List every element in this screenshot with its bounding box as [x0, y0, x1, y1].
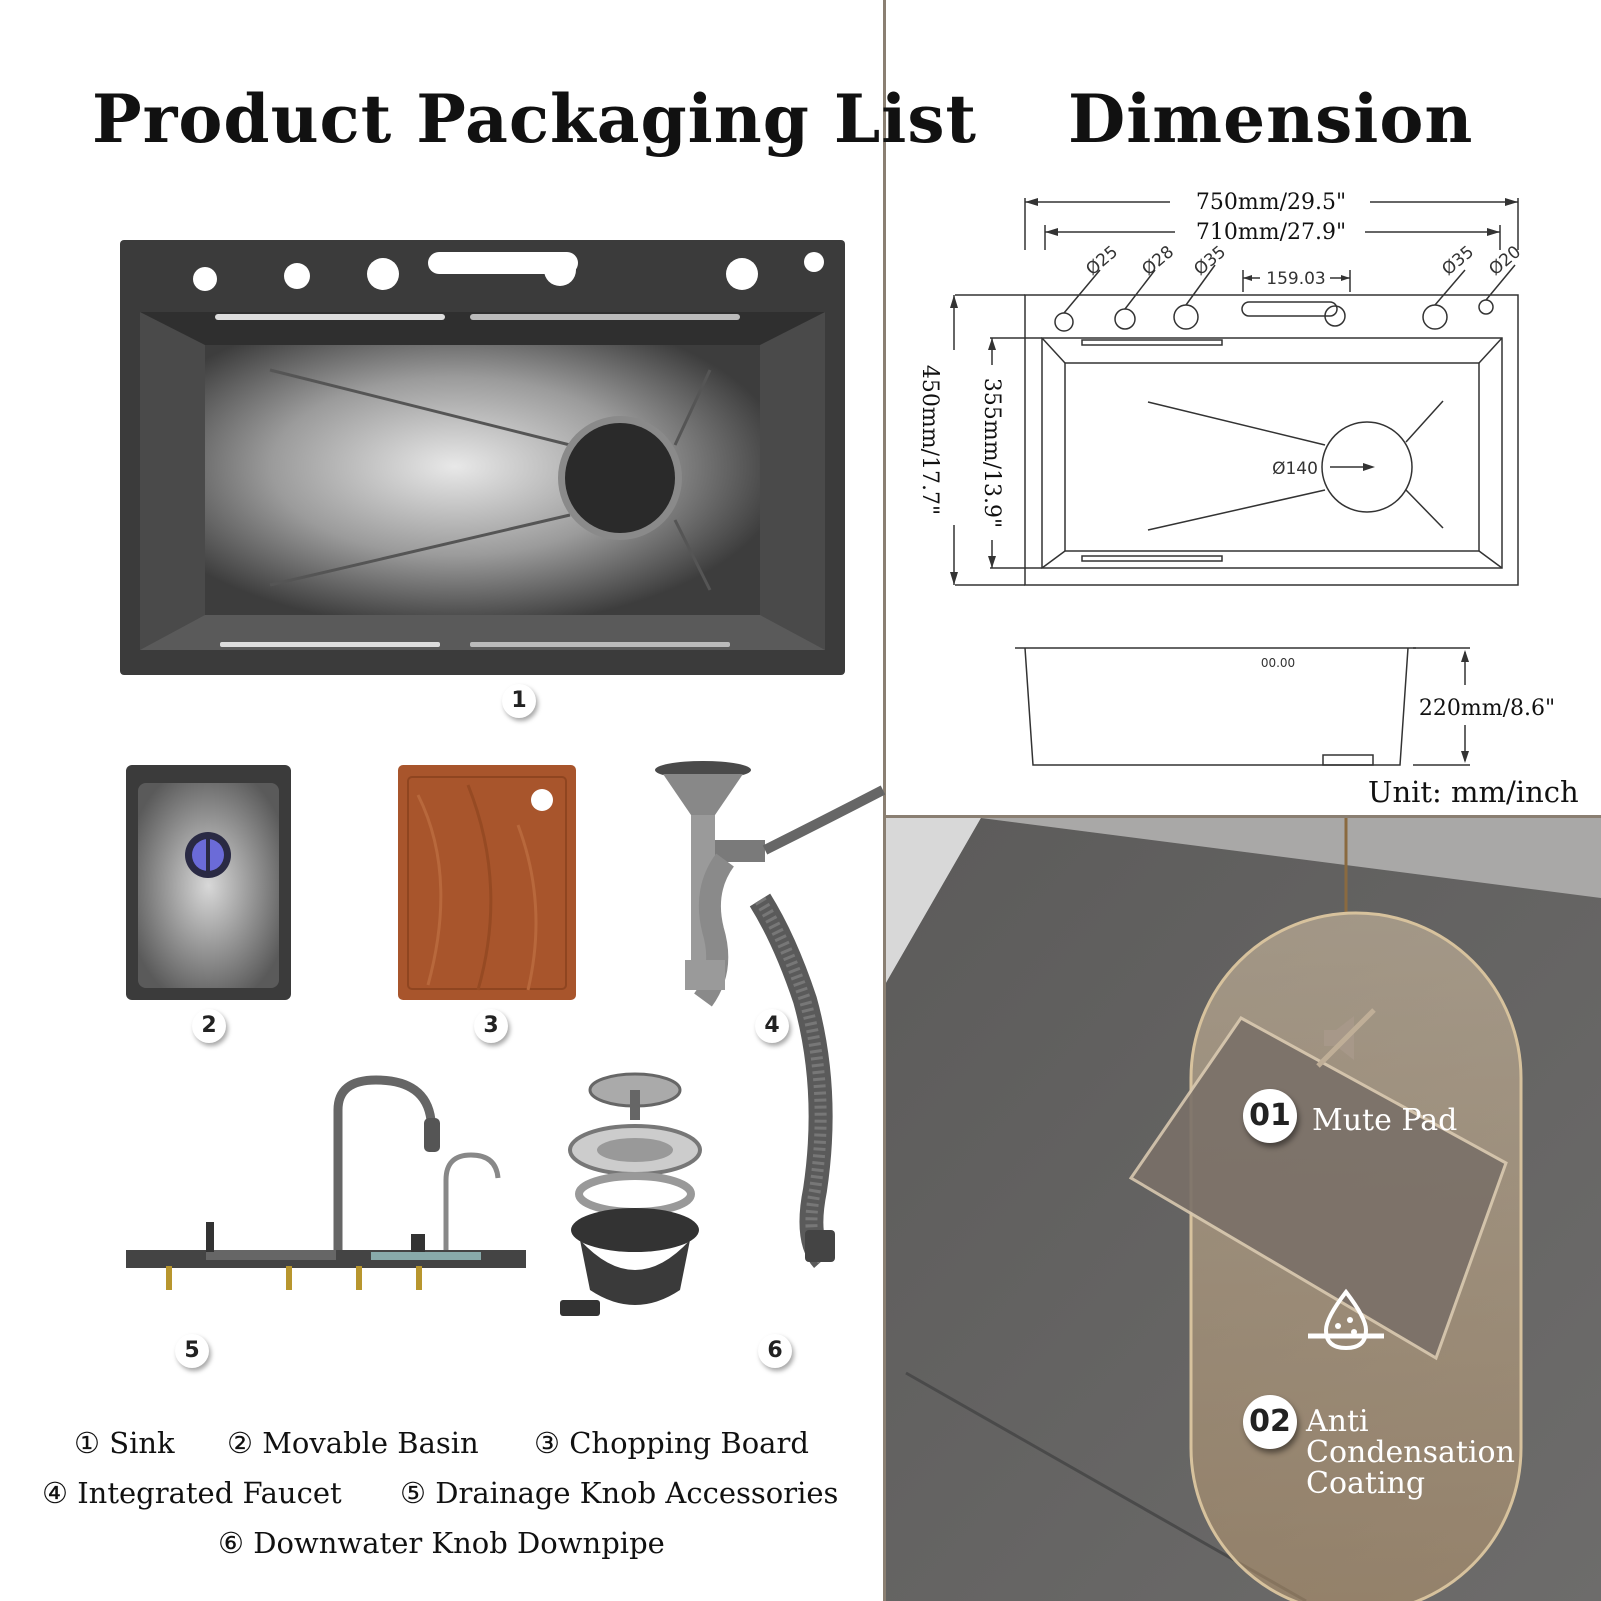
legend-item-5: ⑤ Drainage Knob Accessories [400, 1476, 839, 1510]
dimension-drawing: 750mm/29.5" 710mm/27.9" Ø25 Ø28 Ø35 Ø35 … [917, 190, 1555, 766]
overall-depth-label: 450mm/17.7" [917, 365, 942, 515]
feature-label-anti-line2: Condensation [1306, 1435, 1515, 1470]
drain-accessories-image [560, 1072, 702, 1316]
legend-item-2: ② Movable Basin [227, 1426, 479, 1460]
item-number-1: 1 [502, 684, 536, 718]
hole-label-3: Ø35 [1190, 242, 1230, 280]
movable-basin-image [126, 765, 291, 1000]
legend-item-1: ① Sink [74, 1426, 175, 1460]
downpipe-image [655, 761, 886, 1269]
height-label: 220mm/8.6" [1419, 696, 1555, 721]
unit-label: Unit: mm/inch [1368, 775, 1579, 809]
item-number-6: 6 [758, 1334, 792, 1368]
feature-label-mute-pad: Mute Pad [1312, 1103, 1458, 1138]
slot-width-label: 159.03 [1266, 269, 1325, 289]
packaging-title: Product Packaging List [92, 80, 977, 158]
item-number-2: 2 [192, 1009, 226, 1043]
sink-image [120, 240, 845, 675]
horizontal-divider [886, 815, 1601, 818]
item-number-4: 4 [755, 1009, 789, 1043]
features-panel: 01 Mute Pad 02 Anti Condensation Coating [886, 818, 1601, 1601]
inner-depth-label: 355mm/13.9" [979, 378, 1004, 528]
vertical-divider [883, 0, 886, 1601]
legend-item-6: ⑥ Downwater Knob Downpipe [218, 1526, 665, 1560]
drain-label: Ø140 [1272, 459, 1318, 479]
legend-item-3: ③ Chopping Board [534, 1426, 809, 1460]
side-mark: 00.00 [1261, 656, 1295, 670]
item-number-3: 3 [474, 1009, 508, 1043]
hole-label-2: Ø28 [1138, 242, 1178, 280]
hole-label-1: Ø25 [1082, 242, 1122, 280]
feature-number-1: 01 [1243, 1089, 1297, 1143]
condensation-icon [1308, 1288, 1384, 1351]
dimension-title: Dimension [1068, 80, 1474, 158]
chopping-board-image [398, 765, 576, 1000]
features-background [886, 818, 1601, 1601]
feature-label-anti-line1: Anti [1306, 1404, 1369, 1439]
inner-width-label: 710mm/27.9" [1196, 220, 1346, 245]
overall-width-label: 750mm/29.5" [1196, 190, 1346, 215]
hole-label-5: Ø20 [1485, 242, 1525, 280]
feature-number-2: 02 [1243, 1395, 1297, 1449]
mute-icon [1316, 1008, 1376, 1068]
feature-label-anti-line3: Coating [1306, 1466, 1426, 1501]
legend-item-4: ④ Integrated Faucet [42, 1476, 342, 1510]
hole-label-4: Ø35 [1438, 242, 1478, 280]
faucet-image [126, 1075, 526, 1290]
item-number-5: 5 [175, 1334, 209, 1368]
